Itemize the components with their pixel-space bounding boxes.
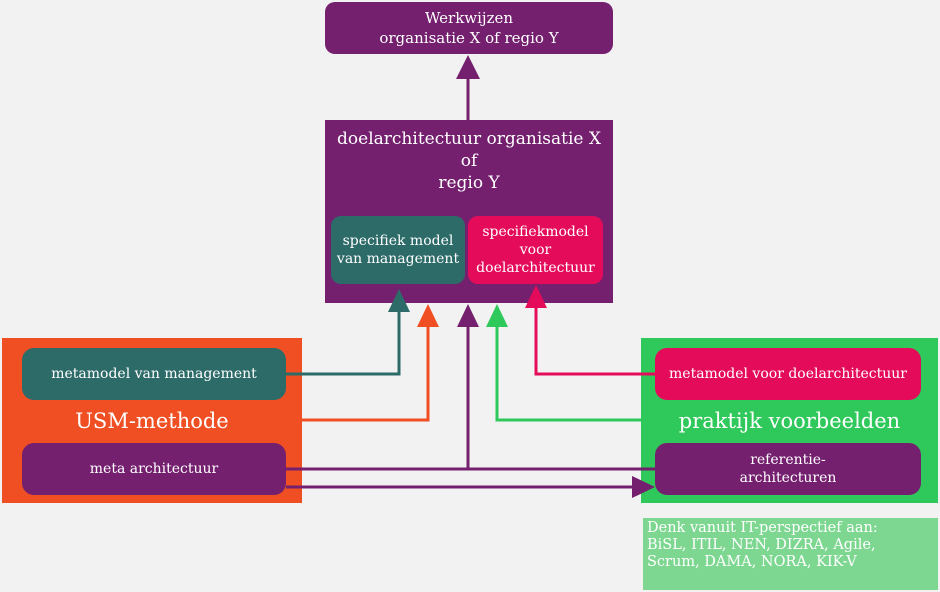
it-perspectief-note: Denk vanuit IT-perspectief aan: BiSL, IT… [643, 518, 938, 590]
metamodel-management-box: metamodel van management [22, 348, 286, 400]
meta-architectuur-box: meta architectuur [22, 443, 286, 495]
werkwijzen-box: Werkwijzen organisatie X of regio Y [325, 2, 613, 54]
arrowhead-werkwijzen [456, 55, 480, 79]
arrowhead-teal [388, 289, 410, 312]
arrowhead-magenta [525, 285, 547, 308]
metamodel-doelarchitectuur-box: metamodel voor doelarchitectuur [655, 348, 921, 400]
arrowhead-referentie [632, 476, 655, 498]
arrowhead-purple [457, 304, 479, 327]
praktijk-voorbeelden-label: praktijk voorbeelden [678, 409, 901, 433]
connector-meta-architectuur [286, 326, 470, 471]
referentie-architecturen-box: referentie- architecturen [655, 443, 921, 495]
connector-metamodel-doel [534, 308, 655, 376]
specifiek-model-doelarchitectuur-box: specifiekmodel voor doelarchitectuur [468, 216, 603, 284]
arrowhead-green [486, 304, 508, 327]
connector-usm-methode [302, 326, 430, 422]
specifiek-model-management-box: specifiek model van management [331, 216, 465, 284]
usm-methode-label: USM-methode [75, 409, 229, 433]
connector-praktijk [495, 326, 641, 422]
arrowhead-orange [417, 304, 439, 327]
doelarchitectuur-title: doelarchitectuur organisatie X of regio … [337, 129, 601, 193]
connector-metamodel-management [286, 312, 401, 376]
